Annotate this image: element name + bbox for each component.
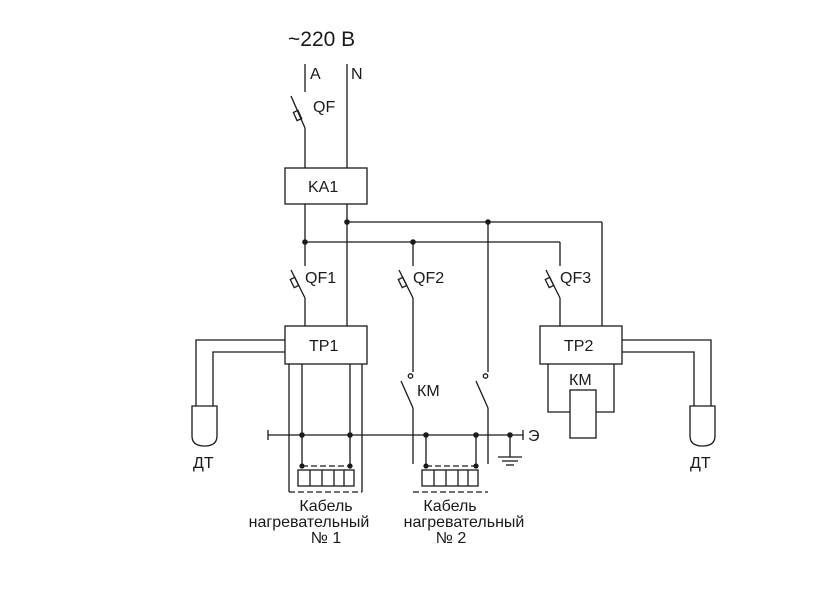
sensor-left-label: ДТ <box>193 455 214 472</box>
cable-1-label-line2: нагревательный <box>249 514 370 531</box>
sensor-right-wire-outer <box>622 339 712 406</box>
cable-2-feed-wires <box>425 435 477 466</box>
breaker-qf2 <box>397 242 414 372</box>
relay-ka1-label: KA1 <box>308 179 338 196</box>
ground-junction-2 <box>347 432 353 438</box>
contactor-contact-2 <box>475 373 489 464</box>
cable-2-label-line2: нагревательный <box>404 514 525 531</box>
main-breaker-label: QF <box>313 99 335 116</box>
breaker-qf3 <box>544 242 561 326</box>
ground-junction-1 <box>299 432 305 438</box>
cable-1-label-line1: Кабель <box>299 498 352 515</box>
cable-1-label-line3: № 1 <box>311 530 342 547</box>
sensor-right-wire-inner <box>622 351 695 406</box>
main-breaker-qf <box>290 95 306 168</box>
heating-cable-2 <box>413 463 488 493</box>
breaker-qf1-label: QF1 <box>305 270 336 287</box>
neutral-junction <box>344 219 350 225</box>
relay-ka1-box <box>284 167 368 205</box>
thermoregulator-tp2-box <box>539 325 623 365</box>
cable-1-feed-wires <box>288 364 363 492</box>
breaker-qf1 <box>289 242 306 326</box>
sensor-right-probe <box>689 405 716 447</box>
sensor-right-label: ДТ <box>690 455 711 472</box>
thermoregulator-tp1-label: TP1 <box>309 338 338 355</box>
contactor-coil-wire-left <box>547 364 570 413</box>
contactor-coil-label: КМ <box>569 372 592 389</box>
neutral-label: N <box>351 66 363 83</box>
phase-a-label: A <box>310 66 321 83</box>
contactor-coil-wire-right <box>596 364 615 413</box>
supply-voltage-label: ~220 В <box>288 28 355 51</box>
cable-2-label-line1: Кабель <box>423 498 476 515</box>
ground-bus-label: Э <box>528 428 540 445</box>
heating-cable-1 <box>289 463 362 493</box>
thermoregulator-tp2-label: TP2 <box>564 338 593 355</box>
sensor-left-probe <box>191 405 218 447</box>
breaker-qf3-label: QF3 <box>560 270 591 287</box>
breaker-qf2-label: QF2 <box>413 270 444 287</box>
ground-symbol <box>498 432 522 466</box>
contactor-contact-1 <box>400 373 414 464</box>
contactor-contacts-label: КМ <box>417 383 440 400</box>
sensor-left-wire-outer <box>195 339 285 406</box>
sensor-left-wire-inner <box>212 351 285 406</box>
thermoregulator-tp1-box <box>284 325 368 365</box>
contactor-coil <box>569 389 597 439</box>
cable-2-label-line3: № 2 <box>436 530 467 547</box>
